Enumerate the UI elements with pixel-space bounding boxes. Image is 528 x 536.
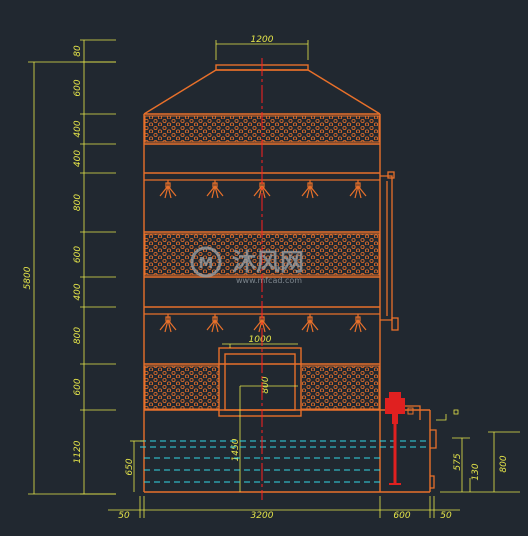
water-level-label: 650 (125, 458, 135, 475)
spray-nozzle (206, 314, 224, 333)
total-height-label: 5800 (23, 266, 33, 289)
spray-nozzle (159, 180, 177, 199)
pipe-height-label: 575 (453, 453, 463, 470)
segment-height-label: 400 (73, 120, 83, 137)
top-outlet-width-label: 1200 (251, 35, 274, 45)
packing-layer-bottom-right (300, 365, 380, 410)
left-segment-dimensions: 80 600 400 400 800 600 400 800 600 1120 (73, 39, 116, 495)
window-width-label: 1000 (249, 335, 272, 345)
spray-nozzle (159, 314, 177, 333)
spray-nozzle (301, 180, 319, 199)
pump-bay-width-label: 600 (393, 511, 410, 521)
spray-nozzle (349, 314, 367, 333)
water-sump (140, 440, 430, 483)
window-sill-label: 1450 (231, 438, 241, 461)
pump-outlet-height-label: 800 (499, 455, 509, 472)
spray-nozzle (349, 180, 367, 199)
watermark-title: 沐风网 (232, 248, 304, 276)
packing-layer-bottom-left (144, 365, 220, 410)
segment-height-label: 400 (73, 283, 83, 300)
segment-height-label: 800 (73, 327, 83, 344)
watermark-subtitle: www.mfcad.com (236, 276, 302, 285)
spray-nozzle (301, 314, 319, 333)
right-offset-label: 50 (440, 511, 452, 521)
segment-height-label: 400 (73, 150, 83, 167)
riser-pipe (380, 171, 399, 331)
svg-text:M: M (199, 254, 214, 272)
segment-height-label: 800 (73, 194, 83, 211)
watermark: M 沐风网 www.mfcad.com (190, 246, 304, 285)
segment-height-label: 600 (73, 79, 83, 96)
pipe-offset-label: 130 (471, 463, 481, 480)
dimension-lines (28, 40, 520, 518)
segment-height-label: 600 (73, 246, 83, 263)
circulation-pump (385, 392, 459, 489)
segment-height-label: 1120 (73, 440, 83, 463)
left-offset-label: 50 (118, 511, 130, 521)
window-height-label: 800 (261, 376, 271, 393)
tower-width-label: 3200 (251, 511, 274, 521)
segment-height-label: 600 (73, 378, 83, 395)
spray-nozzle (206, 180, 224, 199)
access-window (218, 347, 302, 417)
segment-height-label: 80 (73, 45, 83, 57)
